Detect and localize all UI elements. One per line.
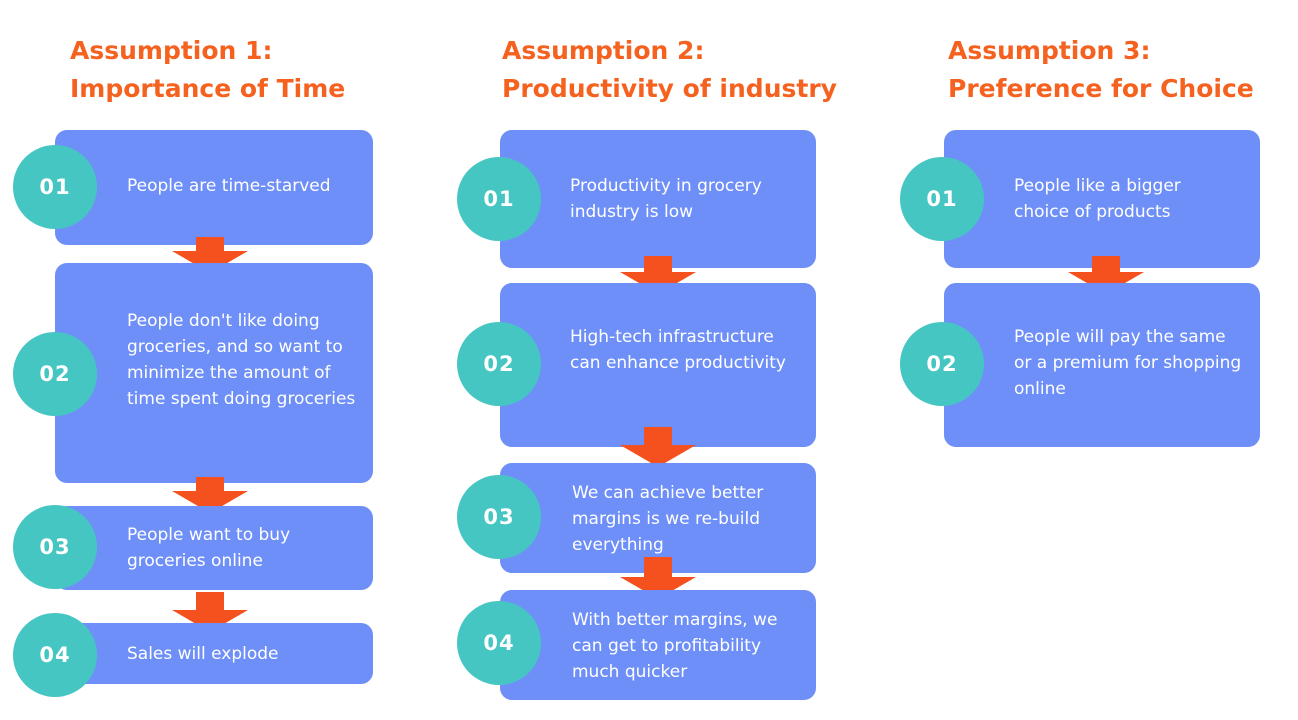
- assumption-1-title-line2: Importance of Time: [70, 74, 346, 103]
- assumption-3-title: Assumption 3: Preference for Choice: [948, 32, 1254, 108]
- col1-arrow-3-icon: [172, 592, 248, 632]
- col3-arrow-1-icon: [1068, 256, 1144, 294]
- col1-step3-number: 03: [13, 505, 97, 589]
- col3-step2-box: [944, 283, 1260, 447]
- assumption-1-title-line1: Assumption 1:: [70, 36, 273, 65]
- assumption-3-title-line1: Assumption 3:: [948, 36, 1151, 65]
- col2-step2-number: 02: [457, 322, 541, 406]
- col1-step2-number: 02: [13, 332, 97, 416]
- assumption-3-title-line2: Preference for Choice: [948, 74, 1254, 103]
- col1-step1-number: 01: [13, 145, 97, 229]
- col2-step4-number: 04: [457, 601, 541, 685]
- col1-arrow-2-icon: [172, 477, 248, 513]
- col3-step2-text: People will pay the same or a premium fo…: [1014, 327, 1242, 399]
- col1-step2-text: People don't like doing groceries, and s…: [127, 311, 356, 409]
- assumption-2-title: Assumption 2: Productivity of industry: [502, 32, 837, 108]
- col3-step1-text: People like a bigger choice of products: [1014, 176, 1181, 222]
- col2-step4-box: [500, 590, 816, 700]
- col2-step4-text: With better margins, we can get to profi…: [572, 610, 778, 682]
- col2-step1-text: Productivity in grocery industry is low: [570, 176, 762, 222]
- col1-arrow-1-icon: [172, 237, 248, 273]
- col1-step2-box: [55, 263, 373, 483]
- col1-step4-text: Sales will explode: [127, 644, 279, 664]
- assumption-2-title-line1: Assumption 2:: [502, 36, 705, 65]
- col1-step1-box: [55, 130, 373, 245]
- col1-step4-number: 04: [13, 613, 97, 697]
- col3-step1-box: [944, 130, 1260, 268]
- col3-step2-number: 02: [900, 322, 984, 406]
- col2-arrow-2-icon: [620, 427, 696, 467]
- col3-step1-number: 01: [900, 157, 984, 241]
- assumption-1-title: Assumption 1: Importance of Time: [70, 32, 345, 108]
- col2-step2-text: High-tech infrastructure can enhance pro…: [570, 327, 786, 373]
- col1-step3-box: [55, 506, 373, 590]
- col2-step3-number: 03: [457, 475, 541, 559]
- col2-step1-box: [500, 130, 816, 268]
- col2-arrow-3-icon: [620, 557, 696, 599]
- col1-step4-box: [55, 623, 373, 684]
- col2-arrow-1-icon: [620, 256, 696, 294]
- col2-step2-box: [500, 283, 816, 447]
- col1-step1-text: People are time-starved: [127, 176, 331, 196]
- col2-step3-box: [500, 463, 816, 573]
- col1-step3-text: People want to buy groceries online: [127, 525, 291, 571]
- col2-step3-text: We can achieve better margins is we re-b…: [572, 483, 764, 555]
- assumption-2-title-line2: Productivity of industry: [502, 74, 837, 103]
- col2-step1-number: 01: [457, 157, 541, 241]
